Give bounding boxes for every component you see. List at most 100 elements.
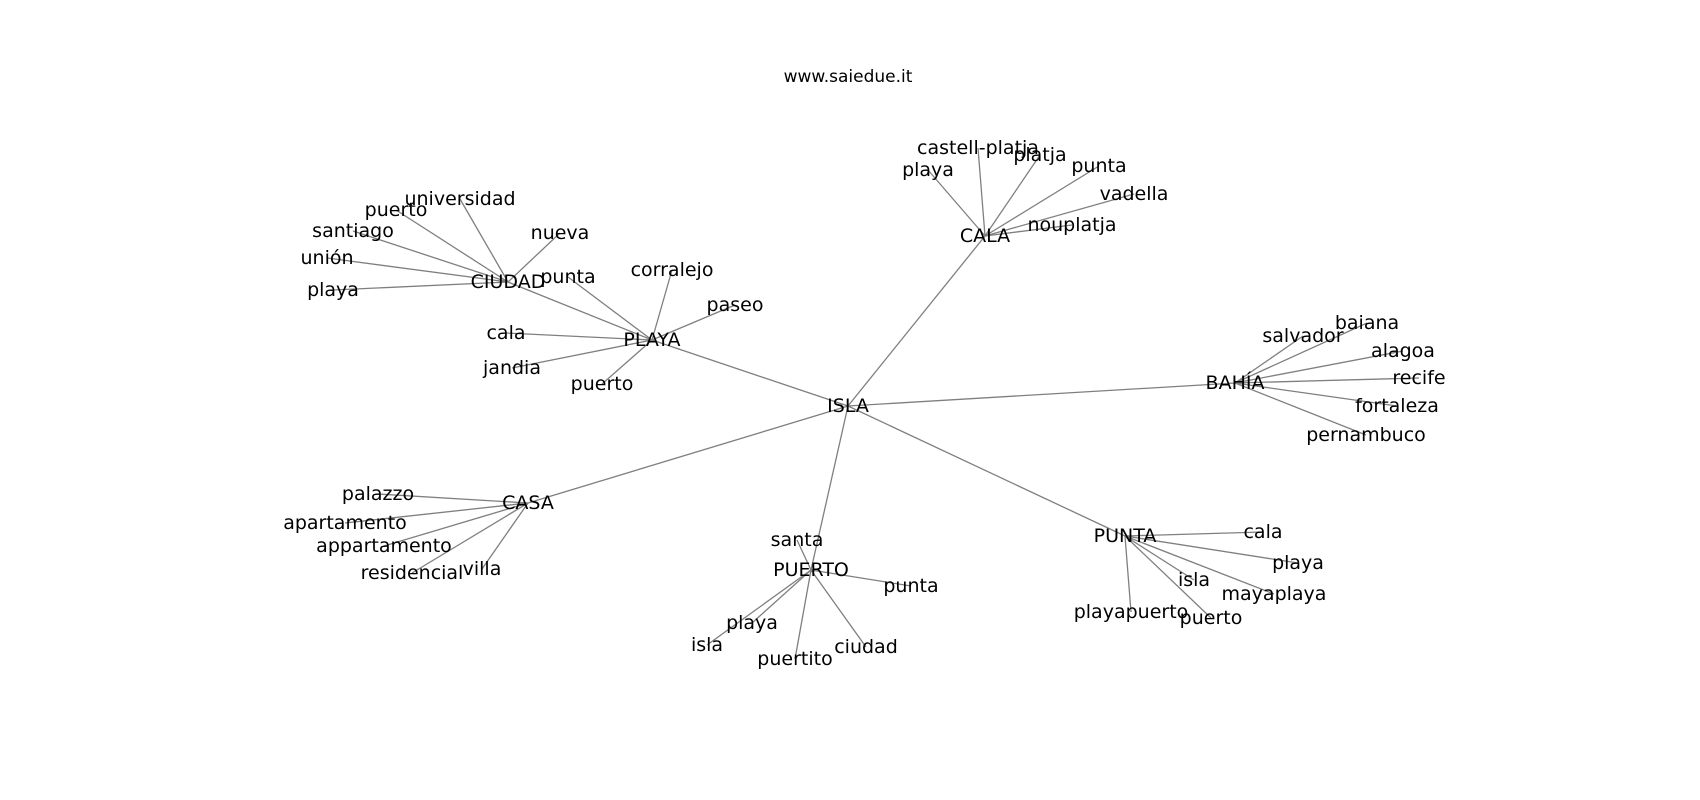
edge-playa-to-playa-corralejo [651,269,673,341]
edge-punta-to-punta-puerto [1124,535,1212,619]
edge-puerto-to-puerto-ciudad [810,569,867,648]
node-ciudad-universidad: universidad [404,188,515,210]
edge-casa-to-casa-villa [481,502,529,570]
node-bahia-salvador: salvador [1262,325,1343,347]
edge-cala-to-cala-punta [984,165,1100,237]
edge-cala-to-cala-platja [984,154,1041,237]
node-playa-cala: cala [486,322,525,344]
edge-casa-to-casa-apartamento [344,502,529,524]
edges [326,147,1420,660]
edge-playa-ciudad-to-ciudad-playa [332,281,509,291]
node-ciudad-puerto: puerto [365,199,428,221]
edge-punta-to-punta-playapuerto [1124,535,1132,613]
edge-playa-ciudad-to-ciudad-universidad [459,198,509,283]
edge-isla-to-puerto [810,405,849,571]
edge-playa-ciudad-to-ciudad-santiago [352,230,509,283]
node-cala: CALA [960,225,1010,247]
node-casa-villa: villa [463,558,502,580]
edge-cala-to-cala-vadella [984,193,1135,237]
node-ciudad-playa: playa [307,279,359,301]
node-puerto-playa: playa [726,612,778,634]
node-playa-jandia: jandia [482,357,541,379]
edge-punta-to-punta-playa [1124,535,1299,564]
node-playa-puerto: puerto [571,373,634,395]
edge-puerto-to-puerto-puertito [794,569,812,660]
node-cala-nouplatja: nouplatja [1027,214,1116,236]
chart-title: www.saiedue.it [784,67,913,87]
edge-playa-to-playa-puerto [601,339,653,385]
edge-puerto-to-puerto-punta [810,569,912,587]
node-bahia-recife: recife [1392,367,1445,389]
node-ciudad-santiago: santiago [312,220,394,242]
node-puerto: PUERTO [773,559,849,581]
edge-bahia-to-bahia-pernambuco [1234,382,1367,436]
edge-puerto-to-puerto-playa [751,569,812,624]
node-cala-vadella: vadella [1100,183,1169,205]
node-punta-puerto: puerto [1180,607,1243,629]
node-puerto-punta: punta [883,575,938,597]
node-bahia: BAHÍA [1206,371,1265,394]
node-isla: ISLA [827,395,869,417]
node-puerto-isla: isla [691,634,723,656]
node-playa-paseo: paseo [707,294,764,316]
node-punta-mayaplaya: mayaplaya [1222,583,1327,605]
edge-bahia-to-bahia-fortaleza [1234,382,1398,407]
node-bahia-baiana: baiana [1335,312,1399,334]
node-bahia-alagoa: alagoa [1371,340,1435,362]
edge-punta-to-punta-isla [1124,535,1195,581]
node-ciudad-nueva: nueva [531,222,590,244]
node-casa-palazzo: palazzo [342,483,414,505]
edge-casa-to-casa-residencial [411,502,529,574]
node-punta-cala: cala [1243,521,1282,543]
edge-playa-to-playa-jandia [511,339,653,369]
node-puerto-santa: santa [771,529,824,551]
node-cala-punta: punta [1071,155,1126,177]
edge-playa-ciudad-to-ciudad-nueva [507,232,561,283]
node-punta: PUNTA [1094,525,1157,547]
node-cala-playa: playa [902,159,954,181]
edge-isla-to-cala [847,235,986,407]
node-bahia-pernambuco: pernambuco [1306,424,1426,446]
node-bahia-fortaleza: fortaleza [1355,395,1439,417]
edge-puerto-to-puerto-santa [796,539,812,571]
edge-punta-to-punta-cala [1124,531,1264,537]
node-ciudad-union: unión [300,247,353,269]
edge-isla-to-casa [527,405,849,504]
edge-bahia-to-bahia-baiana [1234,322,1368,384]
edge-casa-to-casa-palazzo [377,493,529,504]
edge-bahia-to-bahia-recife [1234,377,1420,384]
edge-cala-to-cala-playa [927,169,986,237]
edge-playa-ciudad-to-ciudad-union [326,257,509,283]
node-casa-apartamento: apartamento [283,512,407,534]
edge-bahia-to-bahia-alagoa [1234,350,1404,384]
node-playa: PLAYA [623,329,680,351]
edge-playa-to-playa-punta [567,276,653,341]
node-casa-residencial: residencial [361,562,464,584]
edge-cala-to-cala-castell-platja [977,147,986,237]
edge-punta-to-punta-mayaplaya [1124,535,1275,595]
edge-isla-to-bahia [847,382,1236,407]
edge-cala-to-cala-nouplatja [984,224,1073,237]
edge-casa-to-casa-appartamento [383,502,529,547]
node-punta-isla: isla [1178,569,1210,591]
edge-isla-to-playa [651,339,849,407]
edge-playa-to-playa-cala [505,332,653,341]
node-playa-ciudad: CIUDAD [471,271,546,293]
edge-playa-to-playa-paseo [651,304,736,341]
node-playa-corralejo: corralejo [631,259,714,281]
edge-playa-ciudad-to-ciudad-puerto [395,209,509,283]
edge-puerto-to-puerto-isla [706,569,812,646]
edge-playa-to-playa-ciudad [507,281,653,341]
node-playa-punta: punta [540,266,595,288]
edge-bahia-to-bahia-salvador [1234,335,1304,384]
node-cala-platja: platja [1013,144,1066,166]
node-puerto-puertito: puertito [757,648,832,670]
node-casa: CASA [502,492,554,514]
node-cala-castell-platja: castell-platja [917,137,1039,159]
node-casa-appartamento: appartamento [316,535,452,557]
node-punta-playapuerto: playapuerto [1074,601,1189,623]
edge-isla-to-punta [847,405,1126,537]
node-punta-playa: playa [1272,552,1324,574]
